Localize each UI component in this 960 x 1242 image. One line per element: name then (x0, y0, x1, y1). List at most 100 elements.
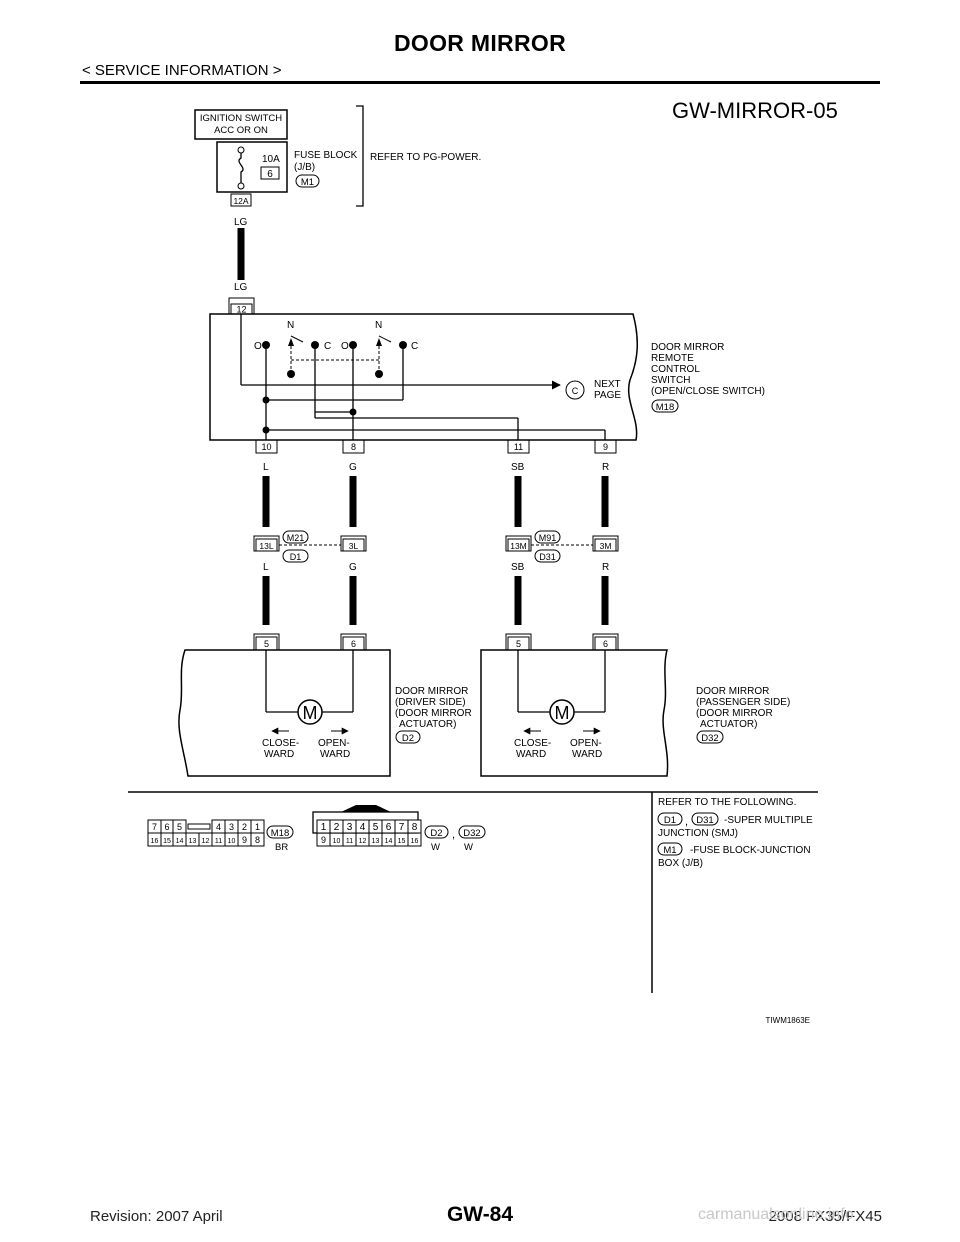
right-pos-o: O (341, 341, 349, 352)
switch-label-3: CONTROL (651, 364, 700, 375)
wire-color-g: G (349, 462, 357, 473)
d-pin: 13 (372, 838, 380, 845)
d-pin: 1 (321, 822, 327, 833)
junction-terminal-3l: 3L (349, 541, 359, 551)
header-rule (80, 81, 880, 84)
m18-pin: 9 (242, 835, 247, 845)
revision-date: Revision: 2007 April (90, 1208, 223, 1225)
refer-connector-m1: M1 (663, 845, 676, 856)
d-separator: , (452, 829, 455, 841)
driver-label-3: (DOOR MIRROR (395, 708, 472, 719)
m18-pin: 12 (202, 838, 210, 845)
ignition-switch-box (194, 109, 288, 140)
switch-box (209, 313, 639, 441)
junction-terminal-13m: 13M (510, 541, 527, 551)
m18-pin: 13 (189, 838, 197, 845)
d-pin: 15 (398, 838, 406, 845)
wire-color-l: L (263, 462, 269, 473)
m18-pin: 7 (152, 822, 157, 832)
figure-id: TIWM1863E (766, 1016, 810, 1025)
wire-color-r-lower: R (602, 562, 609, 573)
m18-pin: 11 (215, 838, 222, 845)
model-name: 2008 FX35/FX45 (768, 1208, 882, 1225)
d-pin: 7 (399, 822, 405, 833)
driver-connector: D2 (402, 733, 414, 744)
d-pin: 6 (386, 822, 392, 833)
wire-color-l-lower: L (263, 562, 269, 573)
m18-connector-face: 7 6 5 4 3 2 1 16 15 14 13 12 11 10 9 8 (147, 819, 265, 847)
switch-label-4: SWITCH (651, 375, 690, 386)
ignition-switch-label: IGNITION SWITCH (200, 113, 282, 124)
fuse-number: 6 (267, 169, 273, 180)
driver-open-1: OPEN- (318, 738, 350, 749)
ignition-switch-state: ACC OR ON (214, 125, 268, 136)
passenger-label-4: ACTUATOR) (700, 719, 757, 730)
fuse-icon (238, 153, 244, 183)
d-pin: 8 (412, 822, 418, 833)
m18-pin: 15 (163, 838, 171, 845)
m18-pin: 4 (216, 822, 221, 832)
m18-pin: 14 (176, 838, 184, 845)
left-pos-c: C (324, 341, 331, 352)
refer-separator: , (685, 816, 688, 828)
switch-label-5: (OPEN/CLOSE SWITCH) (651, 386, 765, 397)
driver-label-1: DOOR MIRROR (395, 686, 468, 697)
driver-terminal-6: 6 (351, 639, 356, 649)
passenger-connector: D32 (701, 733, 718, 744)
next-page-label: NEXT (594, 379, 621, 390)
wire-color-lg-top: LG (234, 217, 248, 228)
m18-pin: 8 (255, 835, 260, 845)
driver-close-1: CLOSE- (262, 738, 299, 749)
left-pos-o: O (254, 341, 262, 352)
page-title: DOOR MIRROR (394, 30, 566, 56)
driver-motor-icon (297, 699, 323, 725)
switch-terminal-8: 8 (351, 442, 356, 452)
passenger-label-1: DOOR MIRROR (696, 686, 769, 697)
m18-pin: 10 (228, 838, 236, 845)
d-pin: 2 (334, 822, 340, 833)
passenger-terminal-5: 5 (516, 639, 521, 649)
switch-label-1: DOOR MIRROR (651, 342, 724, 353)
d2-connector-color: W (431, 842, 440, 853)
d32-connector-name: D32 (463, 828, 480, 839)
passenger-open-2: WARD (572, 749, 602, 760)
right-pos-n: N (375, 320, 382, 331)
fuse-block-jb: (J/B) (294, 162, 315, 173)
d-pin: 5 (373, 822, 379, 833)
passenger-open-1: OPEN- (570, 738, 602, 749)
m18-pin: 2 (242, 822, 247, 832)
passenger-label-3: (DOOR MIRROR (696, 708, 773, 719)
driver-close-2: WARD (264, 749, 294, 760)
junction-connector-d1: D1 (290, 552, 302, 562)
junction-terminal-13l: 13L (259, 541, 273, 551)
driver-motor: M (303, 703, 318, 723)
page-number: GW-84 (446, 1203, 514, 1226)
d-pin: 10 (333, 838, 341, 845)
refer-heading: REFER TO THE FOLLOWING. (658, 797, 796, 808)
m18-pin: 1 (255, 822, 260, 832)
refer-connector-d31: D31 (696, 815, 713, 826)
d-pin: 9 (321, 835, 326, 845)
passenger-mirror-box (480, 649, 669, 777)
refer-entry1-line1: -SUPER MULTIPLE (724, 815, 813, 826)
m18-pin: 5 (177, 822, 182, 832)
d-pin: 16 (411, 838, 419, 845)
driver-mirror-box (178, 649, 391, 777)
d-pin: 11 (346, 838, 353, 845)
m18-pin: 16 (151, 838, 159, 845)
junction-connector-m91: M91 (539, 533, 557, 543)
switch-terminal-9: 9 (603, 442, 608, 452)
refer-connector-d1: D1 (664, 815, 676, 826)
wire-color-g-lower: G (349, 562, 357, 573)
fuse-connector: M1 (301, 177, 314, 188)
power-bracket (356, 105, 364, 207)
m18-connector-name: M18 (271, 828, 289, 839)
fuse-block-label: FUSE BLOCK (294, 150, 358, 161)
left-pos-n: N (287, 320, 294, 331)
section-link[interactable]: < SERVICE INFORMATION > (82, 62, 282, 79)
d-pin: 14 (385, 838, 393, 845)
passenger-close-1: CLOSE- (514, 738, 551, 749)
d-pin: 4 (360, 822, 366, 833)
m18-pin: 3 (229, 822, 234, 832)
passenger-terminal-6: 6 (603, 639, 608, 649)
